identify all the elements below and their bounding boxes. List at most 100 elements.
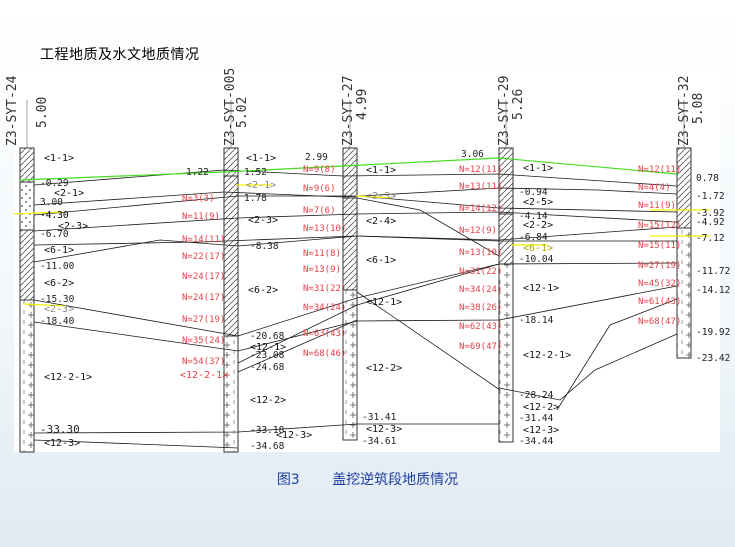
layer-label: <2-4>: [366, 216, 396, 227]
n-value-label: N=4(4): [638, 183, 671, 193]
water-level-line: [19, 157, 678, 181]
n-value-label: N=68(47): [638, 317, 681, 327]
n-value-label: N=11(8): [303, 249, 341, 259]
layer-label: <12-2>: [366, 363, 402, 374]
layer-label: <1-1>: [523, 163, 553, 174]
layer-label: <2-1>: [246, 180, 276, 191]
layer-label: <6-1>: [366, 255, 396, 266]
depth-label: -34.68: [250, 441, 285, 452]
depth-label: -1.72: [696, 191, 725, 202]
n-value-label: N=11(9): [638, 201, 676, 211]
depth-label: -4.92: [696, 217, 725, 228]
depth-label: -18.40: [40, 316, 75, 327]
n-value-label: N=27(19): [182, 315, 225, 325]
figure-caption-text: 盖挖逆筑段地质情况: [332, 472, 459, 488]
depth-label: -11.72: [696, 266, 730, 277]
figure-caption: 图3 盖挖逆筑段地质情况: [0, 469, 735, 489]
depth-label: -18.14: [519, 315, 554, 326]
layer-label: <2-3>: [44, 304, 74, 315]
n-value-label: N=13(10): [459, 248, 502, 258]
n-value-label: N=35(24): [182, 336, 225, 346]
borehole-elev-4: 5.26: [511, 89, 526, 120]
n-value-label: N=9(8): [303, 165, 336, 175]
n-value-label: N=12(9): [459, 226, 497, 236]
layer-label: <1-1>: [366, 165, 396, 176]
layer-label: <2-5>: [523, 197, 553, 208]
n-value-label: N=69(47): [459, 342, 502, 352]
n-value-label: N=22(17): [182, 252, 225, 262]
depth-label: -24.68: [250, 362, 285, 373]
layer-label: <12-2-1>: [44, 372, 92, 383]
depth-label: -20.68: [250, 331, 285, 342]
depth-label: -10.04: [519, 254, 554, 265]
depth-label: -14.12: [696, 285, 730, 296]
n-value-label: N=62(43): [459, 322, 502, 332]
n-value-label: N=45(32): [638, 279, 681, 289]
depth-label: -6.84: [519, 232, 548, 243]
borehole-elev-5: 5.08: [691, 93, 706, 124]
n-value-label: N=15(12): [638, 221, 681, 231]
layer-label: <2-2>: [523, 220, 553, 231]
n-value-label: N=34(24): [459, 285, 502, 295]
layer-label: <12-2>: [523, 402, 559, 413]
layer-label: <12-3>: [276, 430, 312, 441]
depth-label: -3.92: [696, 208, 725, 219]
layer-label: <6-2>: [248, 285, 278, 296]
layer-label: <6-1>: [44, 245, 74, 256]
depth-label: -31.44: [519, 413, 554, 424]
n-value-label: N=61(43): [638, 297, 681, 307]
depth-label: -0.29: [40, 178, 69, 189]
n-value-label: N=3(3): [182, 194, 215, 204]
borehole-name-2: Z3-SYT-005: [223, 68, 238, 146]
layer-label: <12-1>: [523, 283, 559, 294]
n-value-label: N=13(10): [303, 224, 346, 234]
depth-label: -4.30: [40, 210, 69, 221]
layer-label: <2-3>: [248, 215, 278, 226]
layer-label: <12-2-1>: [180, 370, 228, 381]
borehole-name-3: Z3-SYT-27: [341, 76, 356, 146]
n-value-label: N=12(11): [459, 165, 502, 175]
depth-label: -11.00: [40, 261, 75, 272]
depth-label: -0.94: [519, 187, 548, 198]
n-value-label: N=34(24): [303, 303, 346, 313]
layer-label: <12-3>: [366, 424, 402, 435]
layer-label: <2-1>: [54, 188, 84, 199]
n-value-label: N=11(9): [182, 212, 220, 222]
n-value-label: N=7(6): [303, 206, 336, 216]
depth-label: 3.00: [40, 197, 63, 208]
depth-label: 0.78: [696, 173, 719, 184]
depth-label: -8.38: [250, 241, 279, 252]
borehole-elev-3: 4.99: [355, 89, 370, 120]
yellow-markers: [13, 184, 710, 307]
n-value-label: N=24(17): [182, 272, 225, 282]
depth-label: -33.30: [40, 423, 80, 436]
n-value-label: N=13(11): [459, 182, 502, 192]
n-value-label: N=31(22): [459, 267, 502, 277]
depth-label: -4.14: [519, 211, 548, 222]
depth-label: -34.44: [519, 436, 554, 447]
layer-label: <1-1>: [246, 153, 276, 164]
layer-label: <12-2>: [250, 395, 286, 406]
borehole-column-5: [676, 100, 692, 359]
depth-label: -23.42: [696, 353, 730, 364]
depth-label: -34.61: [362, 436, 397, 447]
layer-label: <12-1>: [366, 297, 402, 308]
n-value-label: N=38(26): [459, 303, 502, 313]
depth-label: -33.18: [250, 425, 285, 436]
borehole-column-1: [19, 100, 35, 453]
borehole-column-3: [342, 100, 358, 441]
n-value-label: N=12(11): [638, 165, 681, 175]
stratum-boundaries: [33, 169, 678, 449]
n-value-label: N=14(12): [459, 204, 502, 214]
layer-label: <6-1>: [523, 243, 553, 254]
borehole-column-2: [223, 100, 239, 453]
depth-label: -6.70: [40, 229, 69, 240]
n-value-label: N=24(17): [182, 293, 225, 303]
layer-label: <12-1>: [250, 342, 286, 353]
n-value-label: N=68(46): [303, 349, 346, 359]
depth-label: -23.08: [250, 350, 285, 361]
depth-label: -19.92: [696, 327, 730, 338]
depth-label: -28.24: [519, 390, 554, 401]
depth-label: -31.41: [362, 412, 397, 423]
